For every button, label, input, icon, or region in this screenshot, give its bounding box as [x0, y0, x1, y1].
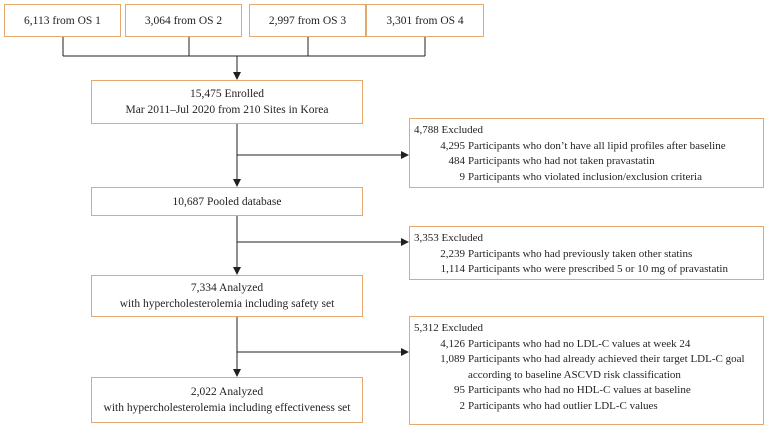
exclusion-3-header: 5,312 Excluded: [414, 322, 484, 334]
analyzed-effectiveness-description: with hypercholesterolemia including effe…: [103, 402, 351, 414]
exclusion-reason: Participants who don’t have all lipid pr…: [468, 139, 726, 152]
source-os1-label: 6,113 from OS 1: [24, 14, 101, 27]
analyzed-effectiveness-count: 2,022 Analyzed: [190, 386, 264, 398]
source-os4-box: 3,301 from OS 4: [366, 4, 484, 37]
pooled-count: 10,687 Pooled database: [172, 195, 282, 208]
exclusion-count: 2: [459, 399, 466, 412]
exclusion-reason: Participants who had no HDL-C values at …: [468, 384, 691, 397]
source-os2-label: 3,064 from OS 2: [144, 14, 223, 27]
exclusion-reason: Participants who had already achieved th…: [468, 353, 745, 366]
source-os3-box: 2,997 from OS 3: [249, 4, 366, 37]
source-os2-box: 3,064 from OS 2: [125, 4, 242, 37]
analyzed-safety-description: with hypercholesterolemia including safe…: [119, 298, 335, 310]
exclusion-reason: Participants who had no LDL-C values at …: [468, 337, 691, 350]
exclusion-count: 4,126: [440, 337, 465, 350]
exclusion-count: 4,295: [440, 139, 465, 152]
exclusion-reason: Participants who had not taken pravastat…: [468, 155, 655, 168]
pooled-box: 10,687 Pooled database: [91, 187, 363, 216]
exclusion-count: 1,089: [440, 353, 465, 366]
exclusion-reason-continuation: according to baseline ASCVD risk classif…: [468, 368, 681, 381]
enrolled-count: 15,475 Enrolled: [189, 88, 265, 100]
source-os3-label: 2,997 from OS 3: [268, 14, 347, 27]
source-os1-box: 6,113 from OS 1: [4, 4, 121, 37]
analyzed-effectiveness-box: 2,022 Analyzed with hypercholesterolemia…: [91, 377, 363, 423]
exclusion-1-header: 4,788 Excluded: [414, 124, 484, 136]
exclusion-reason: Participants who had previously taken ot…: [468, 247, 693, 260]
exclusion-2-header: 3,353 Excluded: [414, 232, 484, 244]
analyzed-safety-box: 7,334 Analyzed with hypercholesterolemia…: [91, 275, 363, 317]
exclusion-count: 95: [454, 384, 465, 397]
exclusion-reason: Participants who violated inclusion/excl…: [468, 170, 702, 183]
exclusion-reason: Participants who were prescribed 5 or 10…: [468, 263, 728, 276]
source-os4-label: 3,301 from OS 4: [386, 14, 464, 27]
exclusion-count: 9: [459, 170, 466, 183]
analyzed-safety-count: 7,334 Analyzed: [190, 282, 264, 294]
enrolled-period: Mar 2011–Jul 2020 from 210 Sites in Kore…: [125, 104, 329, 116]
exclusion-count: 1,114: [440, 263, 465, 276]
exclusion-count: 484: [448, 155, 466, 168]
exclusion-count: 2,239: [440, 247, 465, 260]
exclusion-reason: Participants who had outlier LDL-C value…: [468, 399, 658, 412]
enrolled-box: 15,475 Enrolled Mar 2011–Jul 2020 from 2…: [91, 80, 363, 124]
